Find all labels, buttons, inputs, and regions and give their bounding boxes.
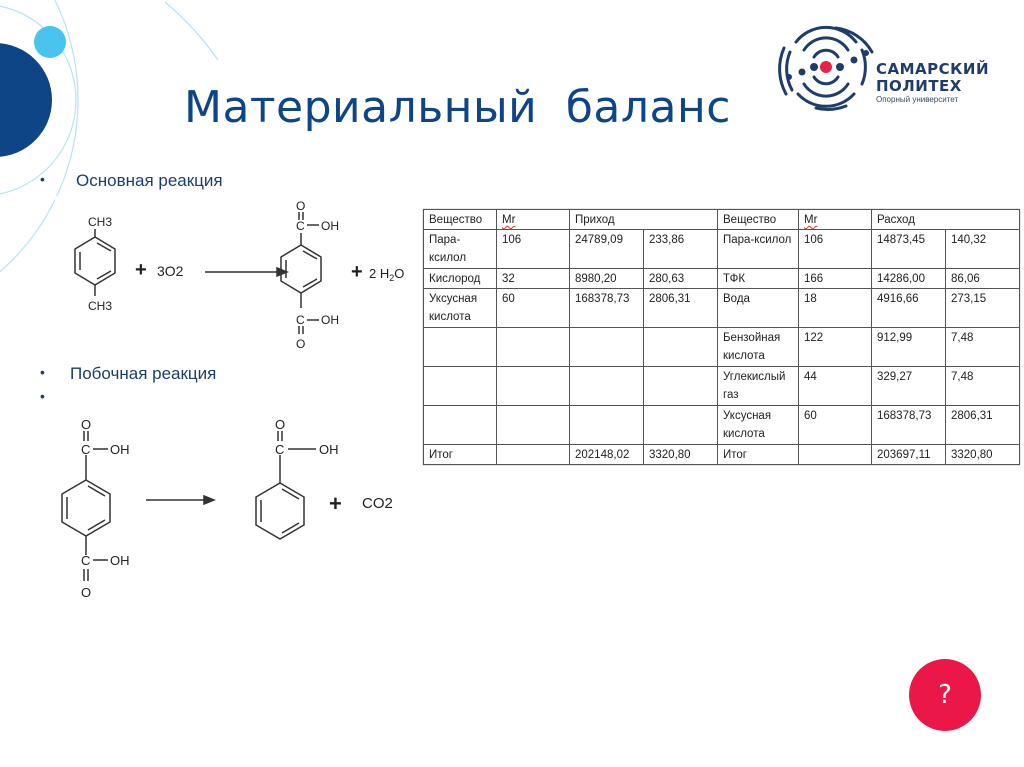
question-mark-icon: ? xyxy=(938,680,952,710)
svg-text:OH: OH xyxy=(321,313,339,327)
header-substance-out: Вещество xyxy=(717,209,799,230)
svg-text:+: + xyxy=(329,491,342,516)
table-row: Уксусная кислота 60 168378,73 2806,31 xyxy=(423,405,1020,445)
header-expense: Расход xyxy=(871,209,1020,230)
header-income: Приход xyxy=(569,209,718,230)
svg-text:C: C xyxy=(296,313,305,327)
side-reaction-diagram: O C OH C OH O O C OH + xyxy=(48,405,408,602)
table-row: Кислород 32 8980,20 280,63 ТФК 166 14286… xyxy=(423,268,1020,289)
header-mr-out: Mr xyxy=(804,214,818,226)
reactant-ch3-top: CH3 xyxy=(88,215,112,229)
svg-text:O: O xyxy=(296,337,305,351)
reactant-ch3-bottom: CH3 xyxy=(88,299,112,313)
svg-text:OH: OH xyxy=(321,219,339,233)
page-title: Материальный баланс xyxy=(184,82,731,133)
table-header-row: Вещество Mr Приход Вещество Mr Расход xyxy=(423,209,1020,230)
header-mr-in: Mr xyxy=(502,214,516,226)
logo-tagline: Опорный университет xyxy=(876,95,959,104)
svg-text:OH: OH xyxy=(110,442,130,457)
table-row: Пара-ксилол 106 24789,09 233,86 Пара-кси… xyxy=(423,229,1020,269)
svg-text:O: O xyxy=(296,199,305,213)
reaction-arrow-icon xyxy=(146,494,217,506)
logo-name-line2: ПОЛИТЕХ xyxy=(876,77,962,95)
bullet-dot: • xyxy=(40,364,45,380)
bullet-side-reaction-text: Побочная реакция xyxy=(70,364,217,383)
reaction-arrow-icon xyxy=(205,266,290,278)
svg-text:OH: OH xyxy=(319,442,339,457)
benzoic-acid-ring-icon xyxy=(255,431,316,540)
svg-text:C: C xyxy=(81,442,90,457)
header-substance-in: Вещество xyxy=(423,209,497,230)
svg-text:O: O xyxy=(81,585,91,600)
svg-text:O: O xyxy=(81,417,91,432)
table-row: Уксусная кислота 60 168378,73 2806,31 Во… xyxy=(423,288,1020,328)
terephthalic-acid-ring-icon xyxy=(280,212,322,334)
table-row: Углекислый газ 44 329,27 7,48 xyxy=(423,366,1020,406)
reagent-o2: 3O2 xyxy=(157,263,184,279)
logo-emblem-icon xyxy=(778,25,874,111)
svg-text:C: C xyxy=(275,442,284,457)
bullet-dot: • xyxy=(40,171,45,187)
svg-text:+: + xyxy=(351,261,363,283)
svg-text:OH: OH xyxy=(110,553,130,568)
logo-name-line1: САМАРСКИЙ xyxy=(876,60,990,78)
main-reaction-diagram: CH3 CH3 + 3O2 O xyxy=(55,196,409,358)
p-xylene-ring-icon xyxy=(74,229,116,296)
svg-text:O: O xyxy=(275,417,285,432)
terephthalic-acid-ring-icon xyxy=(61,431,111,581)
help-button[interactable]: ? xyxy=(909,659,981,731)
bullet-main-reaction-text: Основная реакция xyxy=(76,171,223,190)
svg-text:C: C xyxy=(296,219,305,233)
material-balance-table: Вещество Mr Приход Вещество Mr Расход Па… xyxy=(423,209,1020,465)
bullet-dot: • xyxy=(40,388,45,404)
svg-text:2 H2O: 2 H2O xyxy=(369,266,404,283)
table-row: Бензойная кислота 122 912,99 7,48 xyxy=(423,327,1020,367)
table-total-row: Итог 202148,02 3320,80 Итог 203697,11 33… xyxy=(423,444,1020,465)
samara-polytech-logo: САМАРСКИЙ ПОЛИТЕХ Опорный университет xyxy=(776,22,996,122)
svg-text:+: + xyxy=(135,259,147,281)
co2-label: CO2 xyxy=(362,495,393,512)
svg-text:C: C xyxy=(81,553,90,568)
